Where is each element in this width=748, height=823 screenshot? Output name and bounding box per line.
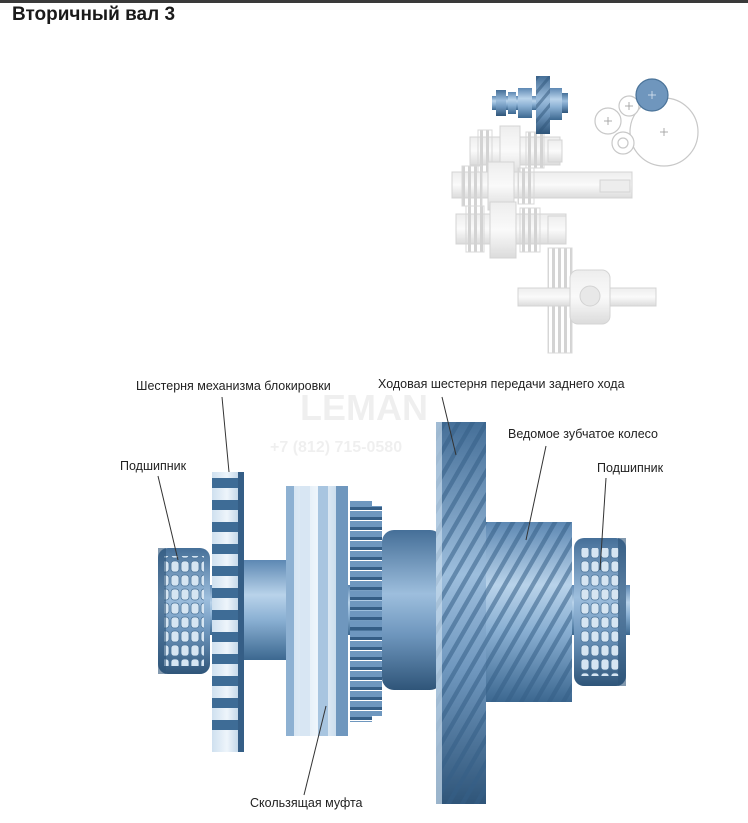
- sliding-sleeve-body: [286, 486, 348, 736]
- svg-text:+7 (812) 715-0580: +7 (812) 715-0580: [270, 439, 402, 456]
- label-driven-gear: Ведомое зубчатое колесо: [508, 427, 658, 441]
- label-reverse-gear: Ходовая шестерня передачи заднего хода: [378, 377, 625, 391]
- right-bearing: [574, 538, 626, 686]
- label-sliding-sleeve: Скользящая муфта: [250, 796, 363, 810]
- label-lock-gear: Шестерня механизма блокировки: [136, 379, 331, 393]
- synchro-splines: [350, 500, 382, 722]
- reverse-gear: [436, 422, 486, 804]
- overview-gear-circles: [594, 78, 699, 167]
- hub: [244, 560, 290, 660]
- locking-gear: [212, 472, 244, 752]
- label-bearing-right: Подшипник: [597, 461, 664, 475]
- top-rule: [0, 0, 748, 3]
- leader-lines: [157, 396, 607, 796]
- svg-text:LEMAN: LEMAN: [300, 387, 428, 428]
- label-bearing-left: Подшипник: [120, 459, 187, 473]
- watermark: LEMAN +7 (812) 715-0580: [270, 387, 428, 456]
- page-title: Вторичный вал 3: [12, 4, 176, 25]
- overview-highlight-shaft: [492, 76, 568, 134]
- shaft-collar: [382, 530, 442, 690]
- overview-shafts: [451, 125, 657, 354]
- left-bearing: [158, 548, 210, 674]
- driven-gear: [486, 522, 572, 702]
